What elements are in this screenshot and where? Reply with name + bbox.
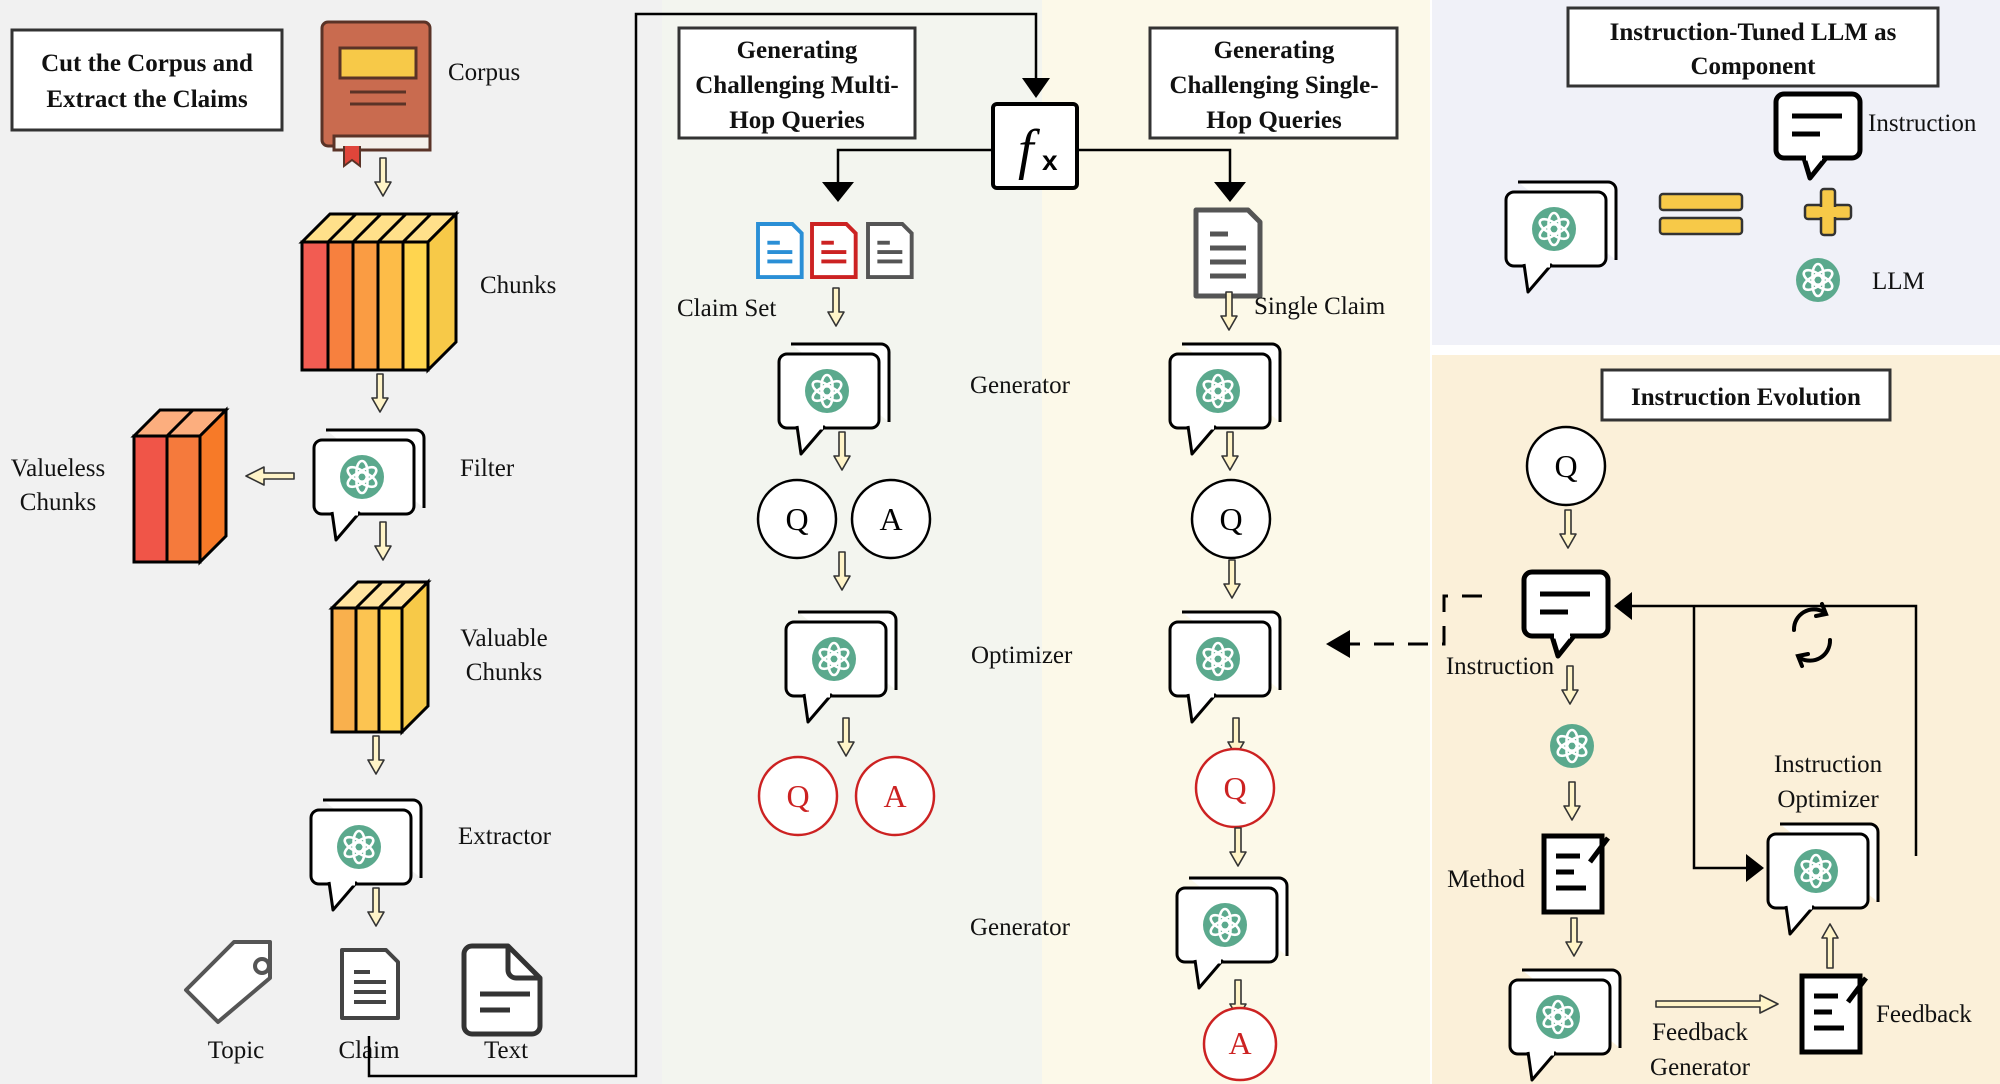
claim-document-icon — [340, 948, 400, 1020]
label-claim-set: Claim Set — [677, 295, 776, 322]
component-title-line1: Instruction-Tuned LLM as — [1610, 19, 1897, 46]
evolution-title-box — [1600, 368, 1892, 422]
single-q1-text: Q — [1219, 501, 1242, 537]
valuable-chunk-icon — [328, 578, 432, 736]
label-extractor: Extractor — [458, 823, 552, 850]
label-text: Text — [484, 1037, 528, 1064]
evo-q-text: Q — [1554, 448, 1577, 484]
multi-title-line1: Generating — [737, 37, 858, 64]
evo-instruction-bubble-icon — [1521, 569, 1611, 659]
plus-icon — [1803, 187, 1853, 237]
panel-corpus — [0, 0, 662, 1084]
fx-sub-glyph: x — [1042, 145, 1058, 176]
single-a-text: A — [1228, 1025, 1251, 1061]
component-title-box — [1566, 6, 1940, 88]
single-title-line1: Generating — [1214, 37, 1335, 64]
multi-a1-circle — [850, 478, 932, 560]
label-filter: Filter — [460, 455, 515, 482]
panel-evolution — [1432, 355, 2000, 1084]
note-icon — [461, 943, 543, 1037]
multi-a2-text: A — [883, 778, 906, 814]
single-title-line2: Challenging Single- — [1169, 72, 1378, 99]
label-valueless-1: Valueless — [11, 455, 105, 482]
tag-icon — [184, 940, 272, 1024]
corpus-title-box — [10, 28, 284, 132]
book-icon — [320, 20, 432, 168]
label-corpus: Corpus — [448, 59, 520, 86]
label-llm: LLM — [1872, 268, 1925, 295]
multi-q1-text: Q — [785, 501, 808, 537]
method-document-icon — [1541, 833, 1610, 915]
label-generator-2: Generator — [970, 914, 1071, 941]
label-feedback-gen-2: Generator — [1650, 1054, 1751, 1081]
multi-title-line3: Hop Queries — [729, 107, 865, 134]
multi-a1-text: A — [879, 501, 902, 537]
single-hop-title-box — [1148, 26, 1399, 140]
arrowhead-fx-in — [1022, 78, 1050, 98]
connector-instruction-optimizer — [1692, 606, 1750, 870]
corpus-title-line2: Extract the Claims — [46, 86, 248, 113]
dashed-arrowhead — [1326, 630, 1350, 658]
single-q2-circle — [1194, 747, 1276, 829]
connector-optimizer-instruction — [1632, 604, 1918, 856]
label-method: Method — [1447, 866, 1525, 893]
connector-fx-single — [1077, 148, 1232, 188]
dashed-connector-instruction-optimizer — [1350, 594, 1482, 646]
connector-claim-to-fx — [367, 12, 1038, 1078]
claim-set-icon — [756, 222, 914, 279]
corpus-title-line1: Cut the Corpus and — [41, 50, 253, 77]
single-title-line3: Hop Queries — [1206, 107, 1342, 134]
arrowhead-loop-instruction — [1614, 592, 1632, 620]
multi-hop-title-box — [677, 26, 917, 140]
evolution-title: Instruction Evolution — [1631, 384, 1861, 411]
arrowhead-loop-optimizer — [1746, 854, 1764, 882]
label-evo-instruction: Instruction — [1446, 653, 1555, 680]
label-optimizer: Optimizer — [971, 642, 1073, 669]
label-valuable-1: Valuable — [460, 625, 547, 652]
label-chunks: Chunks — [480, 272, 556, 299]
single-a-circle — [1202, 1006, 1278, 1082]
single-q2-text: Q — [1223, 770, 1246, 806]
label-instr-opt-1: Instruction — [1774, 751, 1883, 778]
refresh-icon — [1791, 602, 1833, 668]
label-topic: Topic — [208, 1037, 265, 1064]
multi-q2-circle — [757, 755, 839, 837]
arrowhead-multi — [822, 182, 854, 202]
panel-multi-hop — [662, 0, 1042, 1084]
connector-fx-multi — [836, 148, 993, 188]
valueless-chunk-icon — [130, 406, 230, 566]
arrowhead-single — [1214, 182, 1246, 202]
multi-q2-text: Q — [786, 778, 809, 814]
equals-icon — [1658, 192, 1744, 236]
label-valuable-2: Chunks — [466, 659, 542, 686]
label-instr-opt-2: Optimizer — [1777, 786, 1879, 813]
label-feedback: Feedback — [1876, 1001, 1972, 1028]
label-feedback-gen-1: Feedback — [1652, 1019, 1748, 1046]
label-instruction: Instruction — [1868, 110, 1977, 137]
component-title-line2: Component — [1690, 53, 1816, 80]
arrow-fbgen-feedback — [1655, 994, 1779, 1014]
label-generator-1: Generator — [970, 372, 1071, 399]
instruction-bubble-icon — [1773, 91, 1863, 181]
multi-q1-circle — [756, 478, 838, 560]
multi-a2-circle — [854, 755, 936, 837]
single-claim-document-icon — [1193, 207, 1263, 299]
llm-logo-icon — [1794, 256, 1842, 304]
label-valueless-2: Chunks — [20, 489, 96, 516]
single-q1-circle — [1190, 478, 1272, 560]
function-icon — [991, 102, 1079, 190]
label-single-claim: Single Claim — [1254, 293, 1386, 320]
feedback-document-icon — [1799, 973, 1868, 1055]
arrow-filter-valueless — [245, 466, 295, 486]
evo-llm-logo-icon — [1548, 722, 1596, 770]
arrow-feedback-optimizer — [1821, 923, 1839, 969]
evo-q-circle — [1525, 425, 1607, 507]
multi-title-line2: Challenging Multi- — [695, 72, 899, 99]
chunk-stack-icon — [298, 210, 460, 374]
